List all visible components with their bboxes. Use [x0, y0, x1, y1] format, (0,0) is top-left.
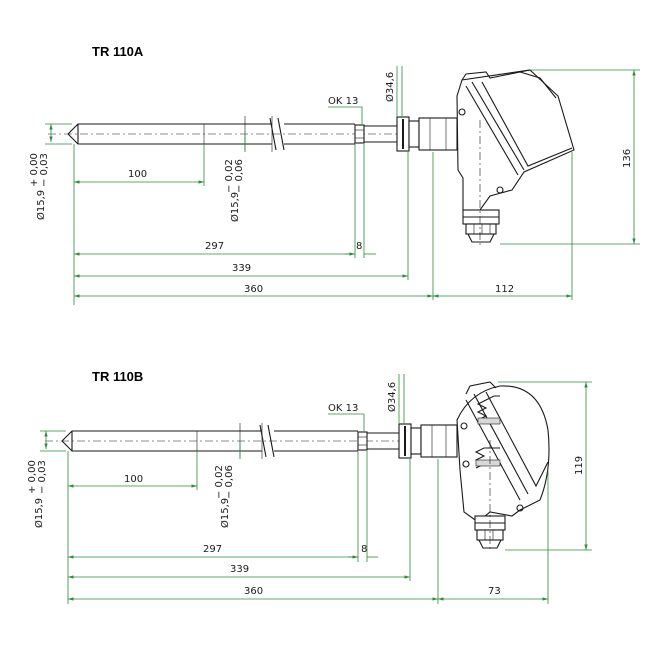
connection-head	[456, 381, 550, 552]
dim-339: 339	[230, 564, 249, 575]
stem-tolerance-lower: − 0,06	[224, 465, 235, 499]
flange-diameter-label: Ø34,6	[384, 72, 396, 102]
dim-head-width: 112	[495, 284, 514, 295]
dim-297: 297	[205, 241, 224, 252]
tip-tolerance-lower: − 0,03	[39, 153, 50, 187]
stem-tolerance-lower: − 0,06	[234, 159, 245, 193]
tip-tolerance-upper: + 0,00	[27, 460, 38, 494]
dim-360: 360	[244, 284, 263, 295]
tip-tolerance-upper: + 0,00	[29, 153, 40, 187]
drawing-title: TR 110B	[92, 369, 143, 384]
drawing-tr110b: TR 110B	[27, 369, 592, 604]
dim-head-width: 73	[488, 586, 501, 597]
dim-head-height: 119	[574, 456, 585, 475]
dim-head-height: 136	[622, 149, 633, 168]
tip-diameter-label: Ø15,9	[33, 498, 45, 528]
dim-8: 8	[356, 241, 362, 252]
connection-head	[456, 69, 575, 245]
stem-tolerance-upper: − 0,02	[224, 159, 235, 193]
dim-360: 360	[244, 586, 263, 597]
dim-8: 8	[361, 544, 367, 555]
drawing-tr110a: TR 110A	[29, 44, 640, 305]
tip-tolerance-lower: − 0,03	[37, 460, 48, 494]
stem-diameter-label: Ø15,9	[229, 192, 241, 222]
stem-tolerance-upper: − 0,02	[214, 465, 225, 499]
wrench-size-label: OK 13	[328, 96, 358, 107]
dim-100: 100	[124, 474, 143, 485]
dimensions: Ø15,9 + 0,00 − 0,03 Ø15,9 − 0,02 − 0,06 …	[29, 66, 640, 305]
probe-stem	[67, 116, 458, 152]
drawing-title: TR 110A	[92, 44, 144, 59]
dim-100: 100	[128, 169, 147, 180]
terminal-spring-icon	[474, 395, 501, 469]
dim-339: 339	[232, 263, 251, 274]
wrench-size-label: OK 13	[328, 403, 358, 414]
dim-297: 297	[203, 544, 222, 555]
flange-diameter-label: Ø34,6	[386, 382, 398, 412]
stem-diameter-label: Ø15,9	[219, 498, 231, 528]
dimensions: Ø15,9 + 0,00 − 0,03 Ø15,9 − 0,02 − 0,06 …	[27, 374, 592, 604]
tip-diameter-label: Ø15,9	[35, 190, 47, 220]
